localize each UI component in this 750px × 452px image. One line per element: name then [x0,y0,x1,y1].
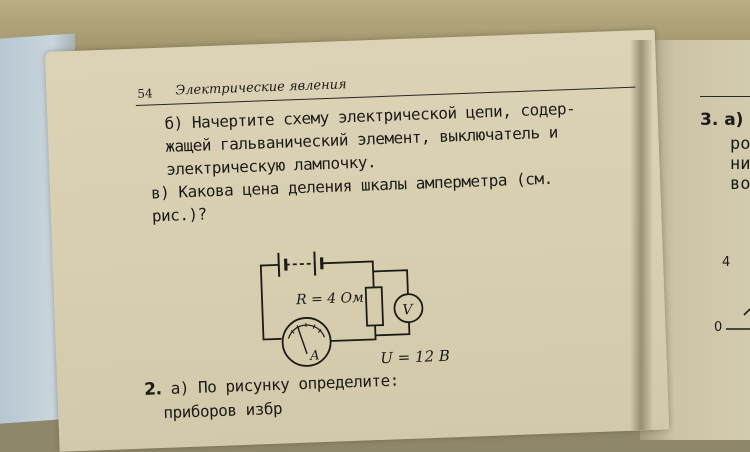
right-page-header-rule [700,96,750,97]
task-2-line-2: приборов избр [145,399,283,423]
battery-cell-2-long [314,252,315,276]
right-axis-bottom-label: 0 [714,320,722,335]
wire-top-left [261,265,280,288]
page-number: 54 [137,86,153,101]
ammeter-label: A [309,348,320,363]
right-figure-fragment [724,295,750,335]
task-v-line-2: рис.)? [152,204,207,225]
circuit-diagram: R = 4 Ом V A U = 12 B [248,236,483,384]
voltage-label: U = 12 B [380,347,450,368]
task-2-number: 2. [144,379,162,400]
right-page-text: 3. а) ро ни во [700,110,750,194]
battery-dashed-link [286,264,315,265]
right-fragment-2: ни [730,154,750,174]
resistor [366,287,383,326]
book-gutter-shadow [630,40,652,430]
wire-left [262,287,282,340]
chapter-title: Электрические явления [175,77,347,98]
battery-cell-1-long [278,253,279,277]
right-fragment-3: во [730,174,750,194]
task-3-label: 3. а) [700,110,750,130]
right-axis-top-label: 4 [722,255,730,270]
right-fragment-1: ро [730,134,750,154]
wire-bottom [330,325,375,341]
wire-top-right [322,261,374,289]
resistance-label: R = 4 Ом [295,290,364,309]
